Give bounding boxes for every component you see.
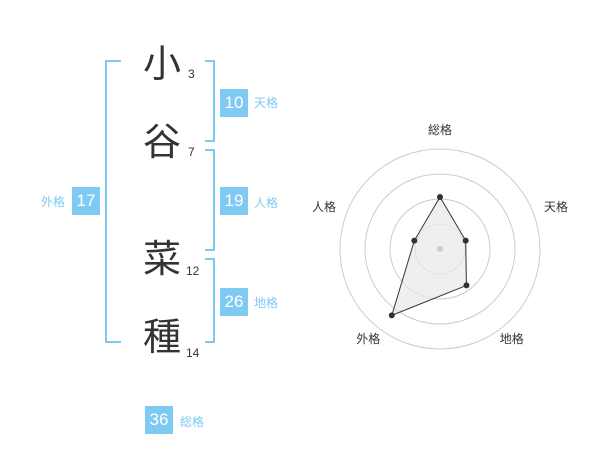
soukaku-value: 36 — [145, 406, 173, 434]
radar-data-point — [388, 312, 395, 319]
stroke-count-2: 7 — [188, 145, 195, 159]
stroke-count-3: 12 — [186, 264, 200, 278]
radar-center-point — [437, 246, 443, 252]
tenkaku-value: 10 — [220, 89, 248, 117]
tenkaku-bracket — [205, 60, 215, 142]
radar-axis-label: 天格 — [544, 199, 568, 214]
stroke-count-1: 3 — [188, 67, 195, 81]
gaikaku-label: 外格 — [41, 195, 66, 209]
chikaku-value: 26 — [220, 288, 248, 316]
radar-axis-label: 外格 — [356, 331, 380, 346]
jinkaku-value: 19 — [220, 187, 248, 215]
soukaku-label: 総格 — [180, 415, 205, 429]
radar-series-area — [391, 196, 467, 317]
radar-ring — [339, 148, 541, 350]
name-char-1: 小 — [143, 42, 182, 86]
tenkaku-label: 天格 — [254, 96, 279, 110]
jinkaku-bracket — [205, 149, 215, 251]
radar-data-point — [411, 237, 418, 244]
gaikaku-bracket — [105, 60, 121, 343]
chikaku-label: 地格 — [254, 296, 279, 310]
name-char-3: 菜 — [143, 237, 182, 281]
radar-axis-label: 人格 — [312, 199, 336, 214]
gaikaku-value: 17 — [72, 187, 100, 215]
name-char-2: 谷 — [143, 120, 182, 164]
radar-axis-label: 地格 — [500, 331, 524, 346]
radar-ring — [364, 173, 516, 325]
jinkaku-label: 人格 — [254, 196, 279, 210]
radar-data-point — [437, 194, 443, 200]
name-char-4: 種 — [143, 315, 182, 359]
chikaku-bracket — [205, 258, 215, 343]
radar-data-point — [462, 237, 469, 244]
radar-data-point — [463, 282, 470, 289]
radar-axis-label: 総格 — [428, 122, 452, 137]
stroke-count-4: 14 — [186, 346, 200, 360]
